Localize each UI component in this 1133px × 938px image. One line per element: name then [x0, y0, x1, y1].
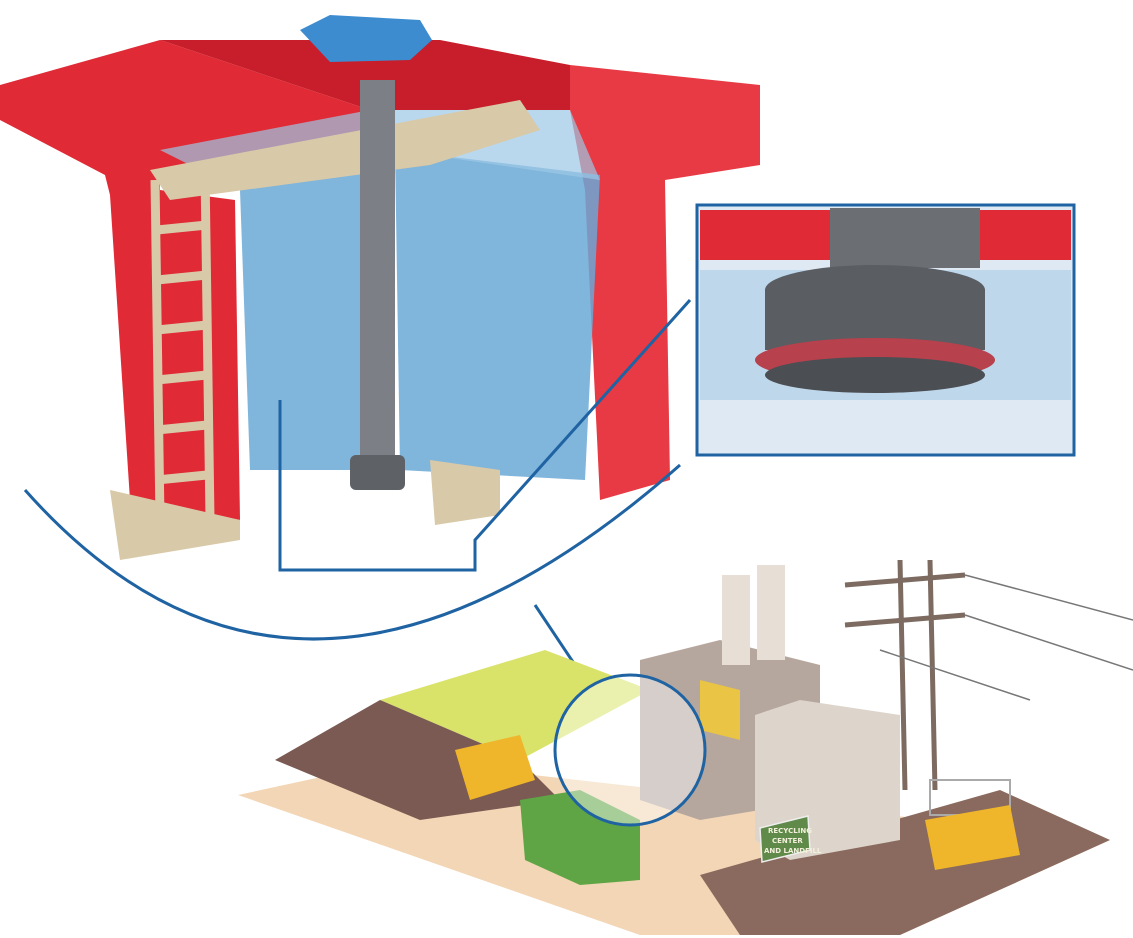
tank-cutaway	[0, 15, 760, 560]
sign-line-1: RECYCLING	[768, 827, 812, 835]
sign-line-3: AND LANDFILL	[764, 847, 822, 855]
callout-arc	[23, 463, 681, 641]
callout-bracket	[278, 298, 692, 572]
power-lines	[879, 574, 1133, 701]
center-shaft	[360, 80, 395, 480]
top-beam	[150, 100, 540, 200]
delivery-van	[925, 805, 1020, 870]
bulldozer	[455, 735, 535, 800]
garbage-truck	[520, 790, 640, 885]
chimney-right	[757, 565, 785, 660]
tank-frame-back	[160, 40, 570, 110]
drive-motor	[300, 15, 432, 62]
recycling-plant-scene: RECYCLING CENTER AND LANDFILL	[238, 559, 1133, 935]
magnifier-circle	[553, 673, 707, 827]
filter-media-right	[395, 150, 600, 480]
support-leg-right	[430, 460, 500, 525]
recycle-panel	[700, 680, 740, 740]
sign-board[interactable]: RECYCLING CENTER AND LANDFILL	[759, 815, 822, 863]
bearing-detail-box	[695, 203, 1076, 457]
ladder	[150, 171, 215, 521]
bearing-bottom	[350, 455, 405, 490]
support-leg-left	[110, 490, 240, 560]
power-pylon	[844, 559, 966, 791]
filter-media-left	[240, 150, 360, 470]
chimney-left	[722, 575, 750, 665]
tank-frame-right	[570, 65, 760, 500]
landfill-mound	[380, 650, 650, 760]
sign-line-2: CENTER	[772, 837, 803, 845]
